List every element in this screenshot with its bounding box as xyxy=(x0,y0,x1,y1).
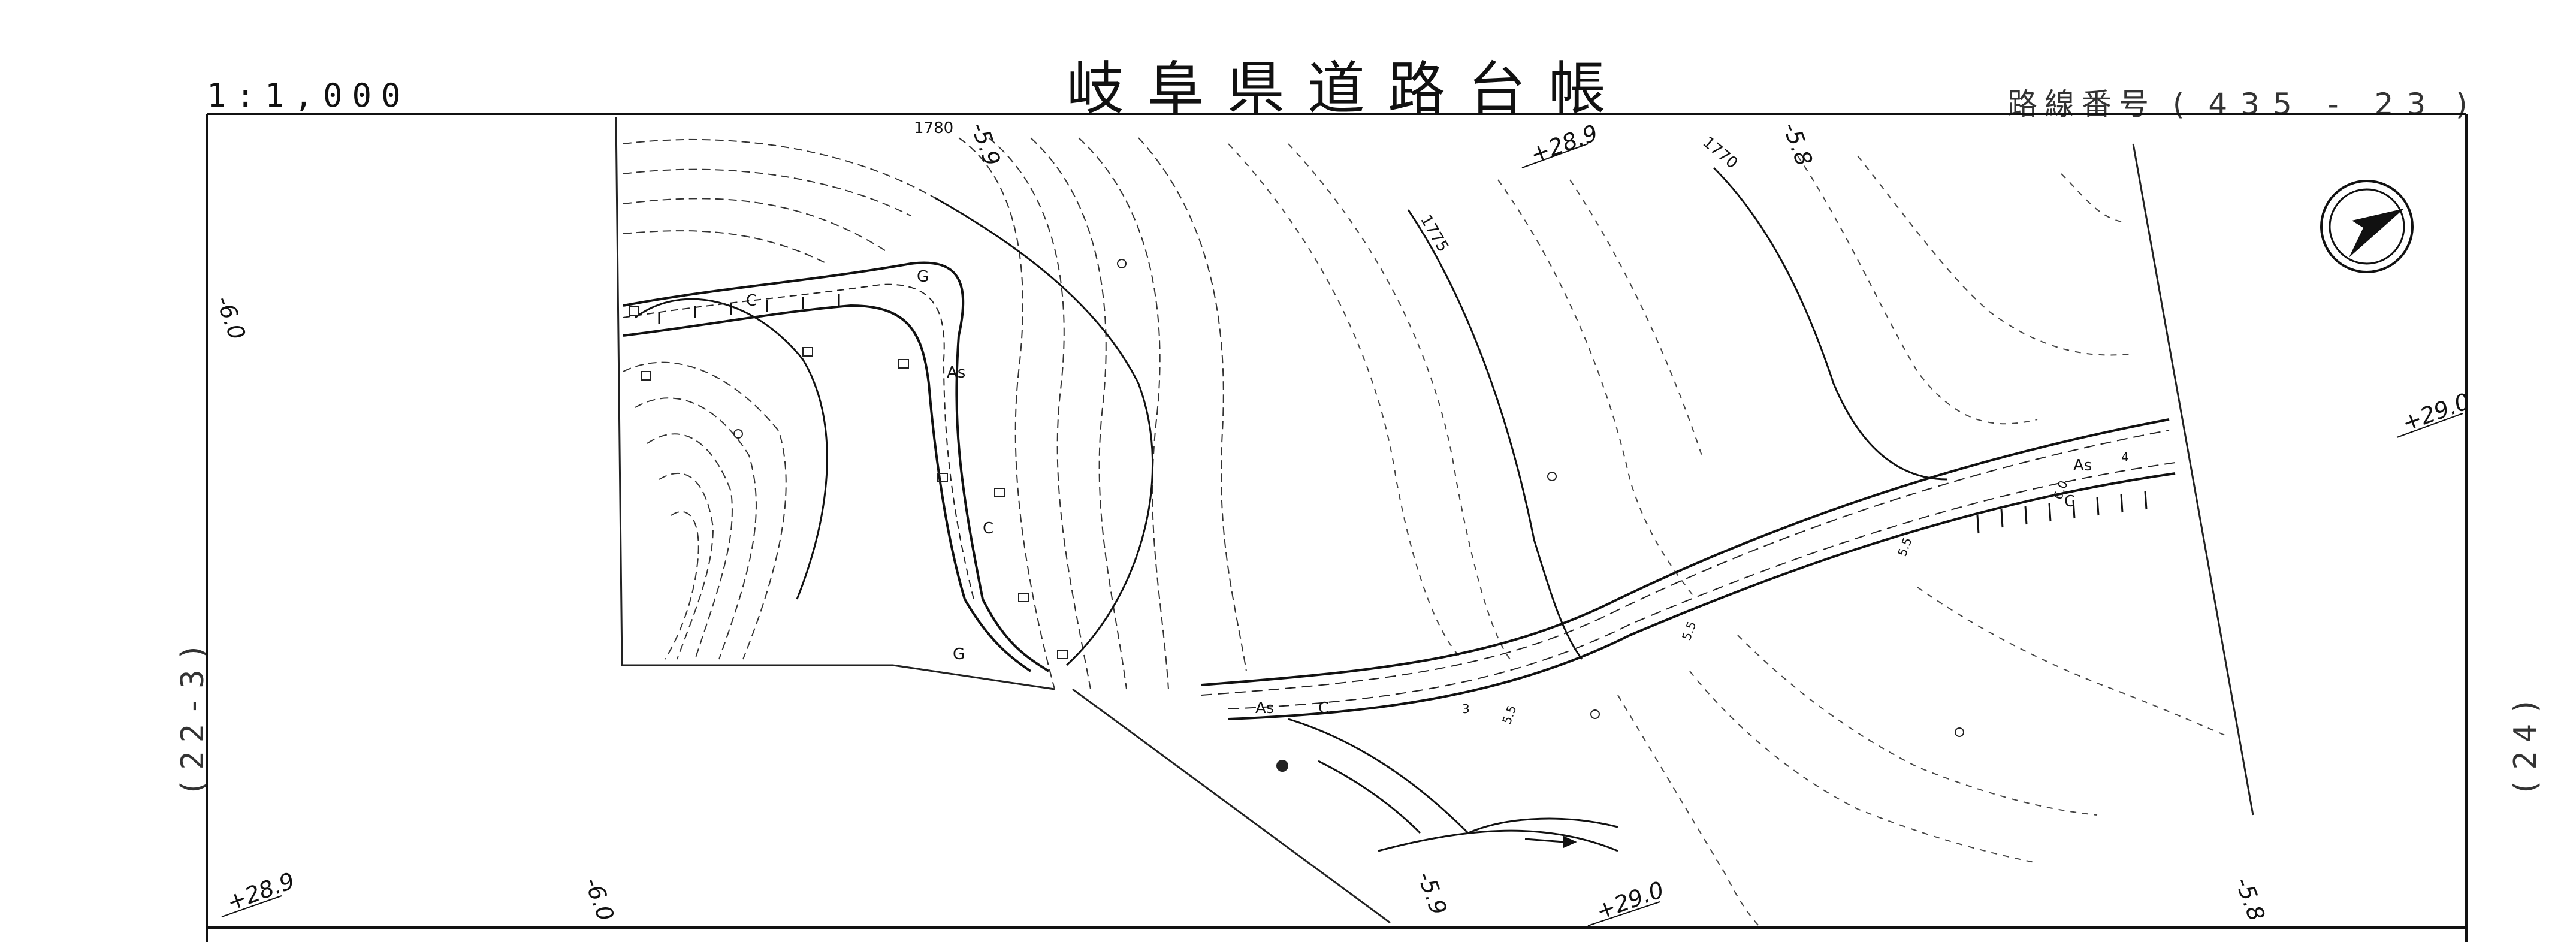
width-label: 5.5 xyxy=(1895,536,1914,558)
width-labels: 6.0 5.5 5.5 5.5 3 4 xyxy=(1462,450,2129,726)
embankment-ticks xyxy=(658,294,2148,534)
route-number-value: 435 - 23 xyxy=(2208,87,2439,122)
map-scale: 1:1,000 xyxy=(207,77,410,114)
width-label: 5.5 xyxy=(1499,704,1519,726)
surface-label-concrete: C xyxy=(746,292,757,310)
elevation-tag: -6.0 xyxy=(211,292,251,343)
contour-lines-index xyxy=(635,167,1948,666)
contour-labels: 1780 1775 1770 xyxy=(914,119,1741,255)
elevation-tag: +29.0 xyxy=(1593,876,1667,925)
surface-label-concrete: C xyxy=(1318,699,1329,717)
road-west-edges xyxy=(623,283,974,600)
surface-labels: As As As C C C C G G xyxy=(746,268,2092,717)
road-west xyxy=(623,261,1050,672)
map-title: 岐阜県道路台帳 xyxy=(1067,55,1629,122)
route-number-label: 路線番号 xyxy=(2007,87,2156,122)
road-main-edges xyxy=(1201,430,2176,709)
surface-label-asphalt: As xyxy=(1255,699,1274,717)
elevation-tag: +29.0 xyxy=(2399,388,2473,436)
elevation-tag: +28.9 xyxy=(1527,119,1601,168)
contour-lines-west xyxy=(623,137,1247,690)
elevation-tag: -5.8 xyxy=(2230,874,2270,925)
elevation-tag: -6.0 xyxy=(579,874,620,925)
surface-label-asphalt: As xyxy=(2073,457,2092,475)
surface-label-concrete: C xyxy=(2064,493,2075,511)
elevation-tag: -5.8 xyxy=(1778,119,1818,170)
route-number: 路線番号 ( 435 - 23 ) xyxy=(2007,80,2475,123)
surface-label-concrete: C xyxy=(983,520,993,538)
road-access xyxy=(1288,718,1618,852)
survey-boundary xyxy=(615,116,2254,924)
width-label: 3 xyxy=(1462,702,1470,716)
map-frame xyxy=(206,113,2468,942)
direction-arrow xyxy=(1524,835,1577,849)
elevation-tag-underlines xyxy=(221,143,2463,926)
surface-label-gravel: G xyxy=(953,645,965,663)
elevation-tags: -6.0 -5.9 +28.9 -5.8 +29.0 -6.0 +28.9 -5… xyxy=(211,119,2474,925)
map-symbols xyxy=(629,259,1964,772)
elevation-tag: -5.9 xyxy=(966,119,1006,170)
contour-label: 1780 xyxy=(914,119,953,137)
elevation-tag: -5.9 xyxy=(1412,868,1452,919)
elevation-tag: +28.9 xyxy=(224,867,298,916)
contour-label: 1770 xyxy=(1699,133,1741,173)
contour-label: 1775 xyxy=(1417,212,1452,255)
compass-north-arrow xyxy=(2320,180,2414,273)
road-main xyxy=(1201,418,2176,720)
surface-label-gravel: G xyxy=(917,268,929,286)
contour-lines-east xyxy=(1228,143,2230,929)
width-label: 5.5 xyxy=(1679,620,1699,642)
surface-label-asphalt: As xyxy=(947,364,965,382)
width-label: 4 xyxy=(2121,450,2129,464)
